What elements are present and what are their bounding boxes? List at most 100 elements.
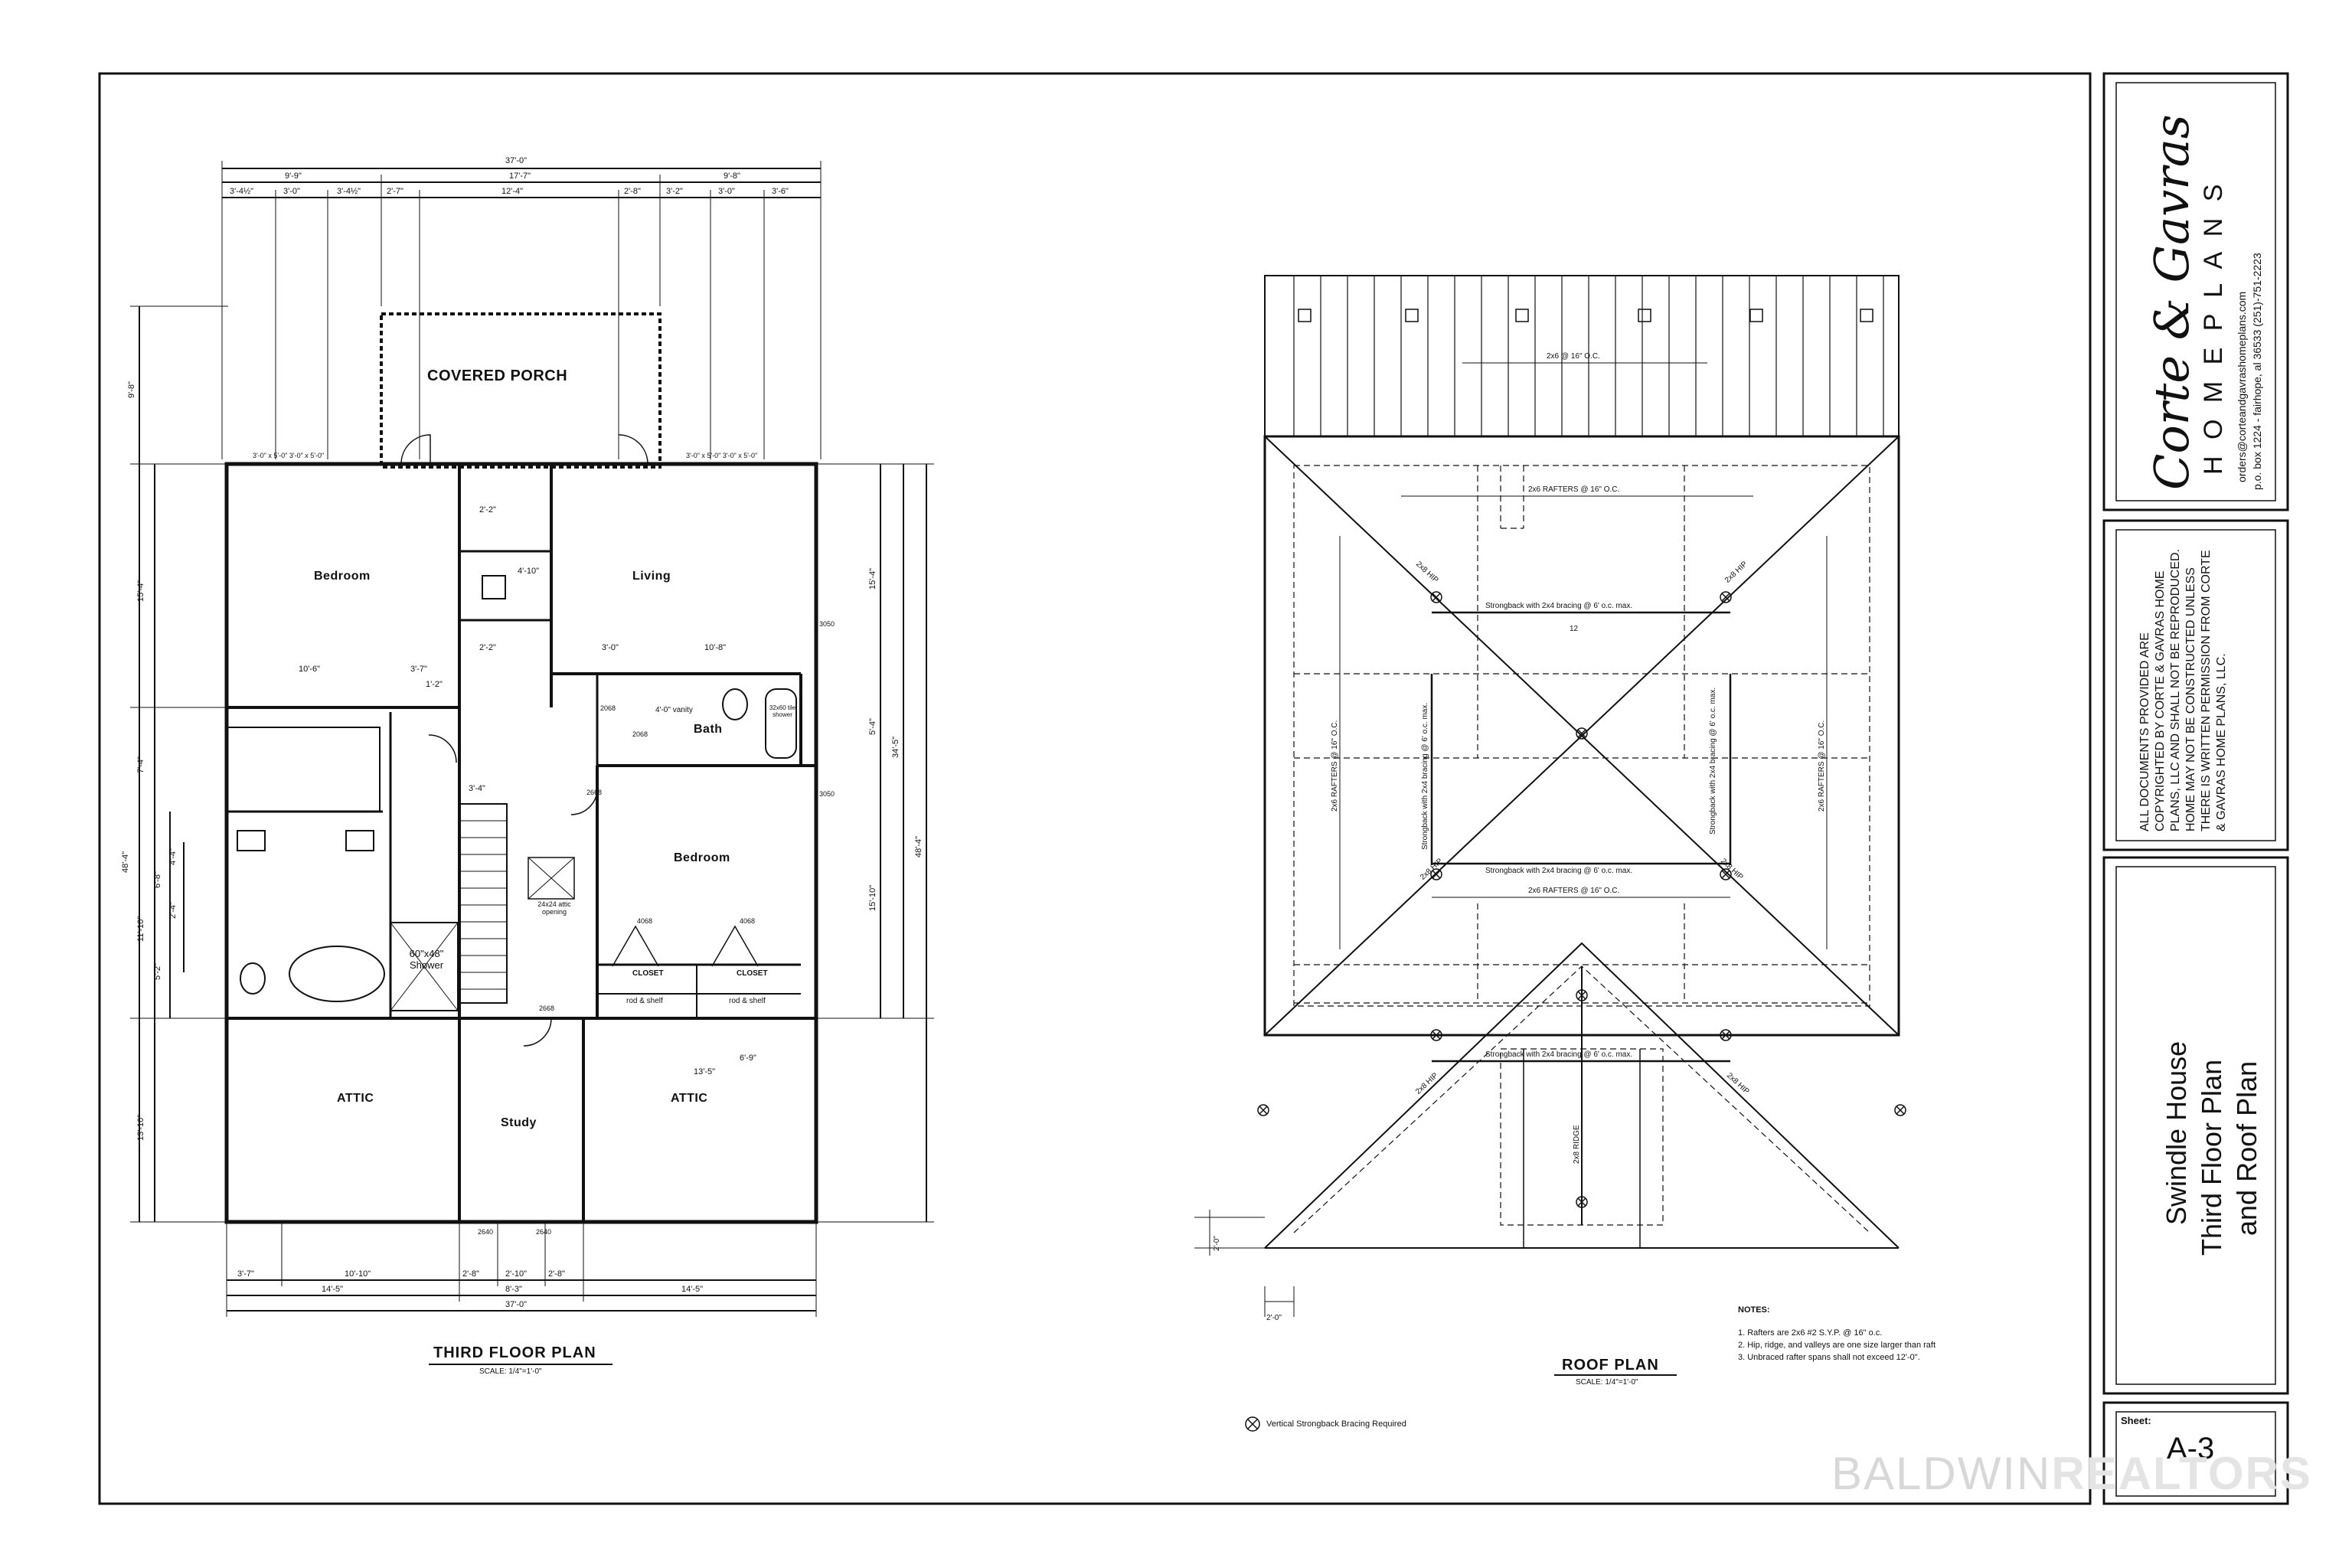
door-tag-1: 2068	[600, 704, 616, 712]
roof-strongback-bottom: Strongback with 2x4 bracing @ 6' o.c. ma…	[1485, 1050, 1633, 1059]
dim-left-6: 13'-10"	[136, 1114, 145, 1141]
dim-left-9: 2'-4"	[168, 902, 178, 919]
floor-plan-title: THIRD FLOOR PLAN	[433, 1344, 596, 1361]
note-3: 3. Unbraced rafter spans shall not excee…	[1738, 1353, 1920, 1362]
roof-ridge: 2x8 RIDGE	[1573, 1125, 1581, 1164]
attic-opening-label: 24x24 attic opening	[537, 900, 571, 916]
roof-strongback-left: Strongback with 2x4 bracing @ 6' o.c. ma…	[1421, 702, 1429, 850]
dim-right-4: 5'-4"	[868, 718, 877, 735]
dim-top-row3-7: 3'-2"	[666, 187, 683, 196]
watermark-left: BALDWIN	[1831, 1448, 2052, 1499]
roof-legend: Vertical Strongback Bracing Required	[1266, 1419, 1406, 1429]
watermark: BALDWINREALTORS	[1831, 1447, 2312, 1500]
int-dim-10: 6'-9"	[740, 1054, 756, 1063]
room-living: Living	[632, 570, 671, 583]
dim-left-5: 11'-10"	[136, 916, 145, 942]
dim-top-row2-1: 9'-9"	[285, 172, 302, 181]
floor-plan-linework	[130, 161, 934, 1365]
dim-left-2: 15'-4"	[136, 580, 145, 602]
door-tag-8: 3050	[819, 790, 835, 798]
dim-bottom-row1-1: 3'-7"	[237, 1269, 254, 1279]
sheet-number: A-3	[2167, 1432, 2215, 1465]
dim-top-row3-5: 12'-4"	[501, 187, 524, 196]
watermark-right: REALTORS	[2051, 1448, 2312, 1499]
project-name: Swindle House	[2161, 1040, 2192, 1225]
note-2: 2. Hip, ridge, and valleys are one size …	[1738, 1341, 1936, 1350]
dim-bottom-row2-1: 14'-5"	[322, 1285, 344, 1294]
door-tag-4: 2668	[539, 1004, 555, 1012]
dim-bottom-row1-5: 2'-8"	[548, 1269, 565, 1279]
dim-right-3: 48'-4"	[914, 835, 923, 858]
roof-plan-linework	[1194, 275, 1906, 1432]
roof-rafters-left: 2x6 RAFTERS @ 16" O.C.	[1331, 720, 1339, 812]
int-dim-1: 10'-6"	[299, 665, 321, 674]
door-tag-2: 2068	[632, 730, 648, 738]
dim-left-4: 48'-4"	[121, 851, 130, 873]
dim-bottom-row1-4: 2'-10"	[505, 1269, 528, 1279]
roof-plan-scale: SCALE: 1/4"=1'-0"	[1576, 1378, 1638, 1387]
dim-right-5: 15'-10"	[868, 884, 877, 911]
title-block-frame	[2102, 72, 2289, 1505]
notes-title: NOTES:	[1738, 1305, 1770, 1315]
dim-right-2: 34'-5"	[891, 736, 900, 758]
note-1: 1. Rafters are 2x6 #2 S.Y.P. @ 16" o.c.	[1738, 1328, 1883, 1338]
company-email: orders@corteandgavrashomeplans.com	[2236, 291, 2248, 482]
dim-top-row3-6: 2'-8"	[624, 187, 641, 196]
int-dim-6: 2'-2"	[479, 643, 496, 652]
window-tag-right: 3'-0" x 5'-0" 3'-0" x 5'-0"	[686, 452, 758, 459]
dim-left-10: 5'-2"	[153, 963, 162, 980]
dim-top-row3-4: 2'-7"	[387, 187, 403, 196]
int-dim-11: 13'-5"	[694, 1067, 716, 1076]
dim-top-row3-1: 3'-4½"	[230, 187, 254, 196]
dim-left-1: 9'-8"	[127, 381, 136, 398]
roof-overhang-v: 2'-0"	[1213, 1236, 1221, 1251]
int-dim-7: 3'-0"	[602, 643, 619, 652]
int-dim-2: 3'-7"	[410, 665, 427, 674]
roof-porch-rafters: 2x6 @ 16" O.C.	[1547, 352, 1600, 361]
roof-strongback-right: Strongback with 2x4 bracing @ 6' o.c. ma…	[1709, 687, 1717, 835]
dim-overall-top: 37'-0"	[505, 156, 528, 165]
dim-right-1: 15'-4"	[868, 567, 877, 590]
door-tag-5: 4068	[637, 917, 653, 925]
dim-top-row3-2: 3'-0"	[283, 187, 300, 196]
dim-left-7: 6'-8"	[153, 871, 162, 888]
roof-pitch-1: 12	[1570, 625, 1579, 633]
sheet-label: Sheet:	[2121, 1415, 2151, 1426]
room-study: Study	[501, 1116, 537, 1129]
roof-plan-title: ROOF PLAN	[1562, 1357, 1659, 1374]
roof-rafters-right: 2x6 RAFTERS @ 16" O.C.	[1818, 720, 1826, 812]
door-tag-7: 3050	[819, 620, 835, 628]
sheet-border	[98, 72, 2092, 1505]
int-dim-5: 4'-10"	[518, 567, 540, 576]
int-dim-4: 2'-2"	[479, 505, 496, 514]
dim-top-row2-2: 17'-7"	[509, 172, 531, 181]
roof-overhang-h: 2'-0"	[1266, 1314, 1282, 1322]
door-tag-10: 2640	[536, 1228, 552, 1236]
closet-1-label: CLOSET	[632, 969, 664, 978]
rod-shelf-1-label: rod & shelf	[626, 997, 663, 1005]
dim-bottom-row1-2: 10'-10"	[345, 1269, 371, 1279]
int-dim-3: 1'-2"	[426, 680, 443, 689]
copyright-notice: ALL DOCUMENTS PROVIDED ARE COPYRIGHTED B…	[2138, 549, 2228, 831]
room-attic-left: ATTIC	[337, 1092, 374, 1105]
floor-plan-scale: SCALE: 1/4"=1'-0"	[479, 1367, 542, 1376]
roof-strongback-mid: Strongback with 2x4 bracing @ 6' o.c. ma…	[1485, 867, 1633, 875]
roof-strongback-top: Strongback with 2x4 bracing @ 6' o.c. ma…	[1485, 602, 1633, 610]
roof-rafters-top: 2x6 RAFTERS @ 16" O.C.	[1528, 485, 1620, 494]
dim-top-row3-9: 3'-6"	[772, 187, 789, 196]
door-tag-6: 4068	[740, 917, 756, 925]
window-tag-left: 3'-0" x 5'-0" 3'-0" x 5'-0"	[253, 452, 325, 459]
dim-top-row2-3: 9'-8"	[724, 172, 740, 181]
dim-bottom-row1-3: 2'-8"	[462, 1269, 479, 1279]
project-sheet-title-2: and Roof Plan	[2231, 1060, 2262, 1236]
shower-label: 60"x48" Shower	[409, 948, 444, 971]
door-tag-9: 2640	[478, 1228, 494, 1236]
project-sheet-title-1: Third Floor Plan	[2196, 1059, 2227, 1256]
room-attic-right: ATTIC	[671, 1092, 708, 1105]
dim-top-row3-3: 3'-4½"	[337, 187, 361, 196]
dim-left-3: 7'-4"	[136, 756, 145, 773]
dim-left-8: 4'-4"	[168, 848, 178, 865]
room-covered-porch: COVERED PORCH	[427, 368, 568, 384]
room-bedroom-right: Bedroom	[674, 851, 730, 864]
